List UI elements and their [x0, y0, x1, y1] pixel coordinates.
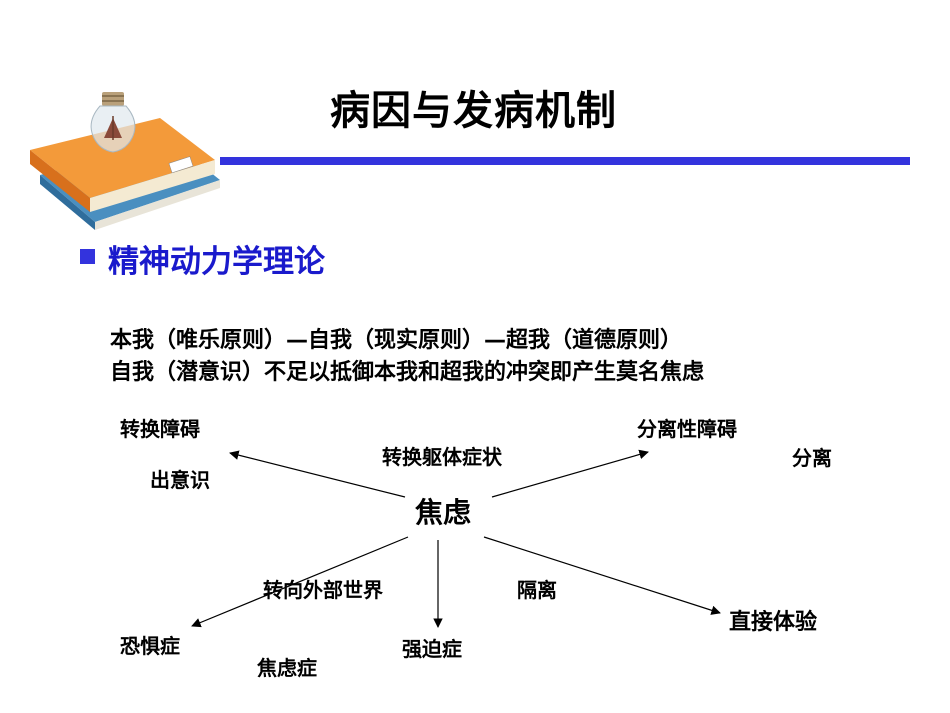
label-conversion-disorder: 转换障碍 [120, 417, 200, 441]
label-direct-experience: 直接体验 [729, 610, 818, 635]
label-isolation: 隔离 [517, 578, 557, 602]
section-heading: 精神动力学理论 [108, 244, 325, 280]
label-anxiety-disorder: 焦虑症 [257, 656, 317, 680]
arrow-to-conversion [229, 450, 406, 498]
books-lightbulb-image [30, 92, 220, 230]
books-icon [30, 118, 220, 230]
label-conversion-symptoms: 转换躯体症状 [382, 445, 502, 469]
label-ocd: 强迫症 [402, 637, 462, 661]
bullet-square [80, 249, 95, 264]
lightbulb-icon [90, 92, 136, 153]
label-phobia: 恐惧症 [120, 634, 180, 658]
label-externalize: 转向外部世界 [263, 578, 383, 602]
page-title: 病因与发病机制 [330, 88, 617, 134]
body-line-1: 本我（唯乐原则）—自我（现实原则）—超我（道德原则） [110, 328, 683, 353]
label-dissociation: 分离 [792, 446, 832, 470]
body-line-2: 自我（潜意识）不足以抵御本我和超我的冲突即产生莫名焦虑 [110, 360, 705, 385]
label-dissociative-disorder: 分离性障碍 [637, 417, 737, 441]
title-underline [220, 157, 910, 165]
arrow-to-dissociation [491, 449, 649, 498]
label-unconscious: 出意识 [150, 468, 210, 492]
center-anxiety: 焦虑 [415, 496, 472, 529]
